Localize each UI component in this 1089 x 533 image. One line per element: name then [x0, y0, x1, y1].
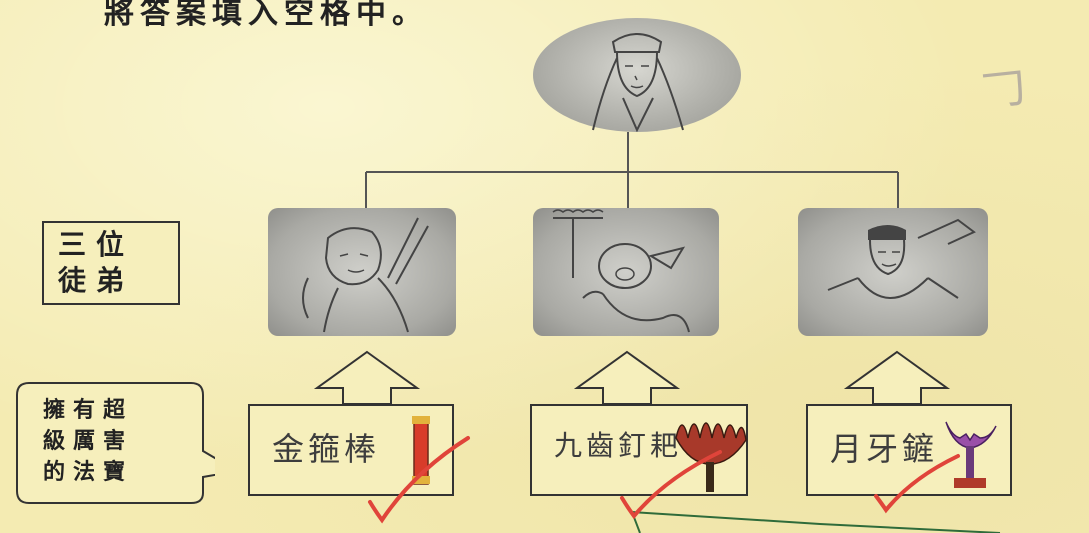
check-mark-icon — [874, 454, 960, 514]
answer-box-1[interactable]: 金箍棒 — [248, 404, 454, 496]
check-mark-icon — [368, 436, 470, 524]
monk-portrait-icon — [592, 33, 684, 133]
up-arrow-icon — [573, 350, 681, 405]
up-arrow-icon — [313, 350, 421, 405]
disciples-label: 三位 徒弟 — [42, 221, 180, 305]
bubble-line1: 擁有超 — [43, 398, 134, 423]
answer-box-2[interactable]: 九齒釘耙 — [530, 404, 748, 496]
pig-portrait-icon — [552, 209, 690, 333]
crescent-spade-icon — [945, 421, 997, 488]
up-arrow-icon — [843, 350, 951, 405]
instruction-text: 將答案填入空格中。 — [104, 0, 428, 31]
treasure-speech-bubble: 擁有超 級厲害 的法寶 — [15, 381, 215, 506]
bubble-line2: 級厲害 — [43, 429, 134, 454]
answer-text-2: 九齒釘耙 — [554, 429, 683, 462]
answer-text-1: 金箍棒 — [272, 430, 381, 468]
bubble-line3: 的法寶 — [43, 460, 134, 485]
golden-cudgel-icon — [412, 416, 430, 485]
disciple-portrait-monkey — [268, 208, 456, 336]
disciple-portrait-pig — [533, 208, 719, 336]
nine-tooth-rake-icon — [675, 422, 747, 492]
disciples-label-line1: 三位 — [58, 228, 135, 261]
disciples-label-line2: 徒弟 — [58, 264, 135, 297]
check-mark-icon — [620, 450, 722, 520]
master-portrait — [533, 18, 741, 133]
answer-box-3[interactable]: 月牙鏟 — [806, 404, 1012, 496]
sandy-portrait-icon — [827, 218, 976, 299]
disciple-portrait-sandy — [798, 208, 988, 336]
monkey-king-portrait-icon — [302, 217, 429, 333]
answer-text-3: 月牙鏟 — [830, 430, 939, 468]
